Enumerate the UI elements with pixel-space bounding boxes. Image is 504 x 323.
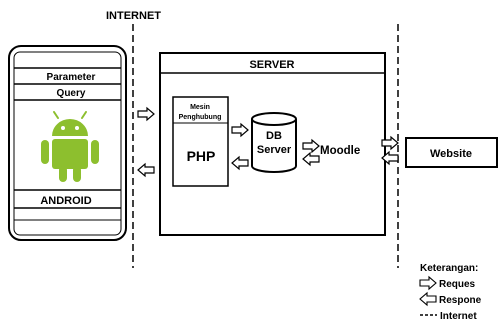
request-arrow-phone-to-server (137, 107, 155, 121)
legend-title: Keterangan: (420, 263, 478, 274)
db-label-line2: Server (257, 144, 292, 156)
php-label: PHP (187, 148, 216, 164)
android-phone: Parameter Query ANDROID (8, 45, 127, 241)
android-robot-icon (41, 111, 99, 182)
phone-platform-label: ANDROID (40, 195, 91, 207)
response-arrow-server-to-phone (137, 163, 155, 177)
php-box: Mesin Penghubung PHP (172, 96, 229, 187)
db-server-cylinder: DB Server (251, 112, 297, 173)
server-title: SERVER (249, 59, 294, 71)
website-label: Website (430, 148, 472, 160)
legend-response-label: Respone (439, 295, 482, 306)
legend-internet-label: Internet (440, 311, 477, 322)
legend-response-arrow-icon (419, 292, 437, 306)
php-caption-line2: Penghubung (179, 114, 222, 121)
phone-query-label: Query (57, 88, 86, 99)
moodle-label: Moodle (320, 145, 360, 157)
internet-label: INTERNET (106, 10, 161, 22)
legend-request-arrow-icon (419, 276, 437, 290)
php-caption-line1: Mesin (190, 104, 210, 111)
legend-request-label: Reques (439, 279, 476, 290)
website-box: Website (405, 137, 498, 168)
phone-parameter-label: Parameter (47, 72, 96, 83)
legend: Keterangan: Reques Respone Internet (419, 263, 482, 322)
db-label-line1: DB (266, 130, 282, 142)
